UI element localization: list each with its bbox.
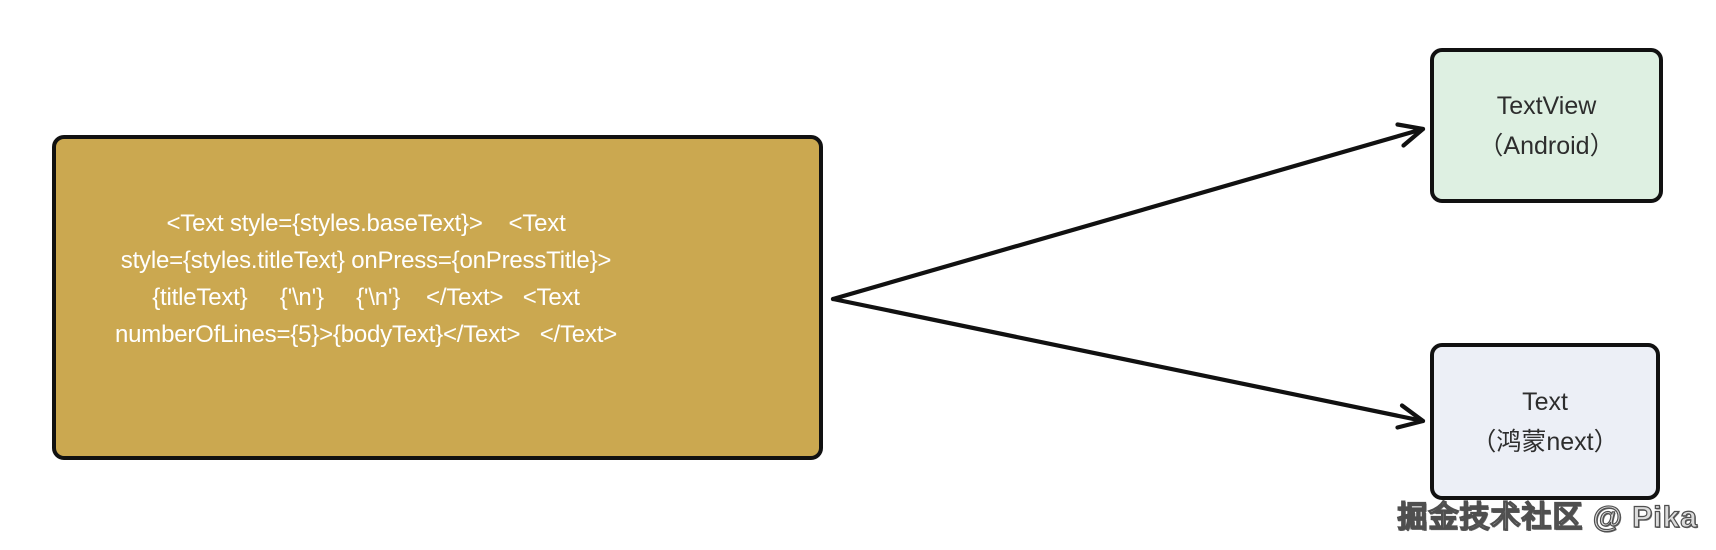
arrow-to-text-harmony — [830, 296, 1426, 430]
node-react-native-code: <Text style={styles.baseText}> <Text sty… — [52, 135, 823, 460]
text-harmony-label: Text — [1522, 387, 1568, 416]
text-harmony-platform: （鸿蒙next） — [1471, 427, 1619, 456]
watermark: 掘金技术社区 @ Pika — [1397, 500, 1698, 534]
node-textview-android: TextView （Android） — [1430, 48, 1663, 203]
node-text-harmony-next: Text （鸿蒙next） — [1430, 343, 1660, 500]
textview-android-platform: （Android） — [1478, 131, 1615, 160]
textview-android-label: TextView — [1496, 91, 1597, 120]
react-native-code-text: <Text style={styles.baseText}> <Text sty… — [114, 210, 618, 348]
arrow-to-textview-android — [830, 122, 1426, 302]
